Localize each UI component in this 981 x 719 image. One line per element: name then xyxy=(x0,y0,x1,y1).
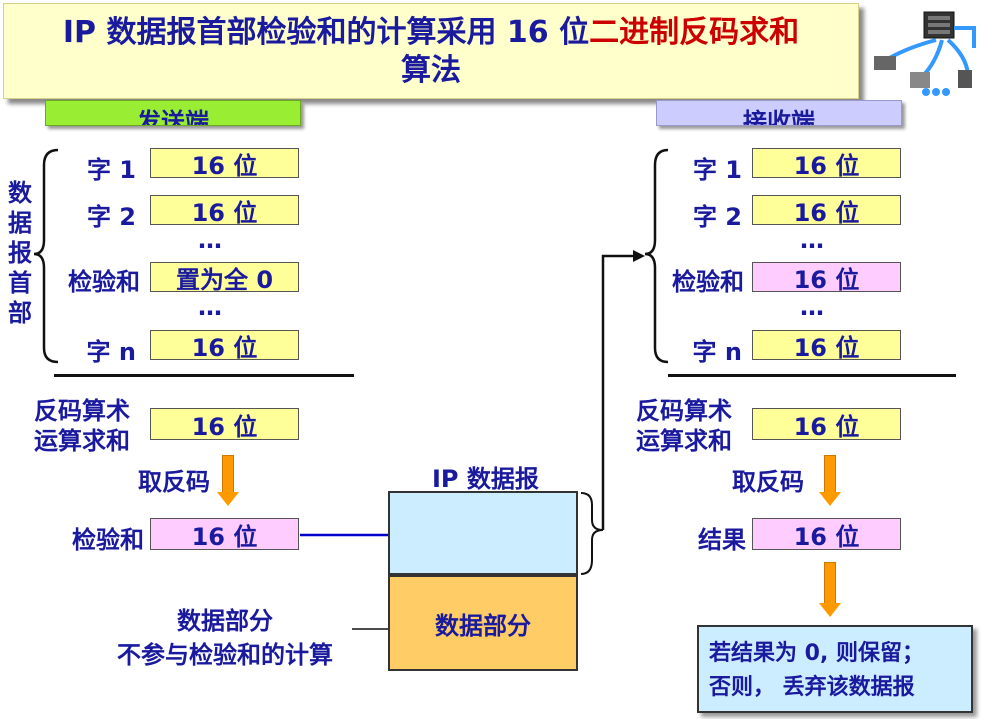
data-part-note: 数据部分不参与检验和的计算 xyxy=(117,607,333,669)
receiver-result-arrow-head xyxy=(819,603,841,617)
receiver-dots-2: … xyxy=(800,293,824,321)
sender-checksum-box: 16 位 xyxy=(150,518,299,551)
receiver-decision-box: 若结果为 0, 则保留； 否则， 丢弃该数据报 xyxy=(697,625,973,713)
sender-word2-box: 16 位 xyxy=(150,195,299,227)
sender-sum-divider xyxy=(54,374,354,377)
sender-word1-label: 字 1 xyxy=(86,156,136,184)
sender-complement-arrow xyxy=(222,455,234,493)
title-highlight: 二进制反码求和 xyxy=(589,15,800,50)
receiver-wordn-label: 字 n xyxy=(692,338,742,366)
sender-checksum-field-box: 置为全 0 xyxy=(150,262,299,294)
sender-dots-2: … xyxy=(198,293,222,321)
receiver-sum-divider xyxy=(668,374,956,377)
sender-sum-label: 反码算术运算求和 xyxy=(34,397,130,455)
receiver-header: 接收端 xyxy=(656,100,902,126)
sender-dots-1: … xyxy=(198,226,222,254)
receiver-complement-arrow xyxy=(824,455,836,493)
receiver-checksum-field-label: 检验和 xyxy=(672,268,744,296)
sender-checksum-field-label: 检验和 xyxy=(68,268,140,296)
title-banner xyxy=(3,3,859,99)
sender-sum-box: 16 位 xyxy=(150,408,299,441)
page-title: IP 数据报首部检验和的计算采用 16 位二进制反码求和 算法 xyxy=(3,14,859,90)
receiver-word1-label: 字 1 xyxy=(692,156,742,184)
receiver-complement-arrow-head xyxy=(819,492,841,506)
sender-complement-label: 取反码 xyxy=(138,468,210,496)
receiver-complement-label: 取反码 xyxy=(732,468,804,496)
sender-word1-box: 16 位 xyxy=(150,148,299,180)
network-logo-icon xyxy=(874,11,976,96)
sender-wordn-label: 字 n xyxy=(86,338,136,366)
ip-datagram-label: IP 数据报 xyxy=(432,465,539,493)
receiver-word1-box: 16 位 xyxy=(752,148,901,180)
receiver-decision-line1: 若结果为 0, 则保留； xyxy=(709,641,924,666)
receiver-sum-label: 反码算术运算求和 xyxy=(636,397,732,455)
receiver-dots-1: … xyxy=(800,226,824,254)
receiver-word2-box: 16 位 xyxy=(752,195,901,227)
receiver-result-arrow xyxy=(824,562,836,604)
header-side-label: 数 据 报 首 部 xyxy=(8,179,32,327)
sender-wordn-box: 16 位 xyxy=(150,330,299,362)
receiver-result-label: 结果 xyxy=(698,526,746,554)
receiver-checksum-field-box: 16 位 xyxy=(752,262,901,294)
sender-complement-arrow-head xyxy=(217,492,239,506)
ip-datagram-data-part: 数据部分 xyxy=(388,575,578,671)
receiver-decision-line2: 否则， 丢弃该数据报 xyxy=(709,675,915,700)
sender-word2-label: 字 2 xyxy=(86,203,136,231)
ip-datagram-header xyxy=(388,491,578,575)
sender-checksum-label: 检验和 xyxy=(72,526,144,554)
receiver-wordn-box: 16 位 xyxy=(752,330,901,362)
receiver-sum-box: 16 位 xyxy=(752,408,901,441)
sender-header: 发送端 xyxy=(45,100,301,126)
title-line1: IP 数据报首部检验和的计算采用 16 位 xyxy=(62,15,590,50)
receiver-word2-label: 字 2 xyxy=(692,203,742,231)
title-line2: 算法 xyxy=(401,53,461,88)
receiver-result-box: 16 位 xyxy=(752,518,901,551)
